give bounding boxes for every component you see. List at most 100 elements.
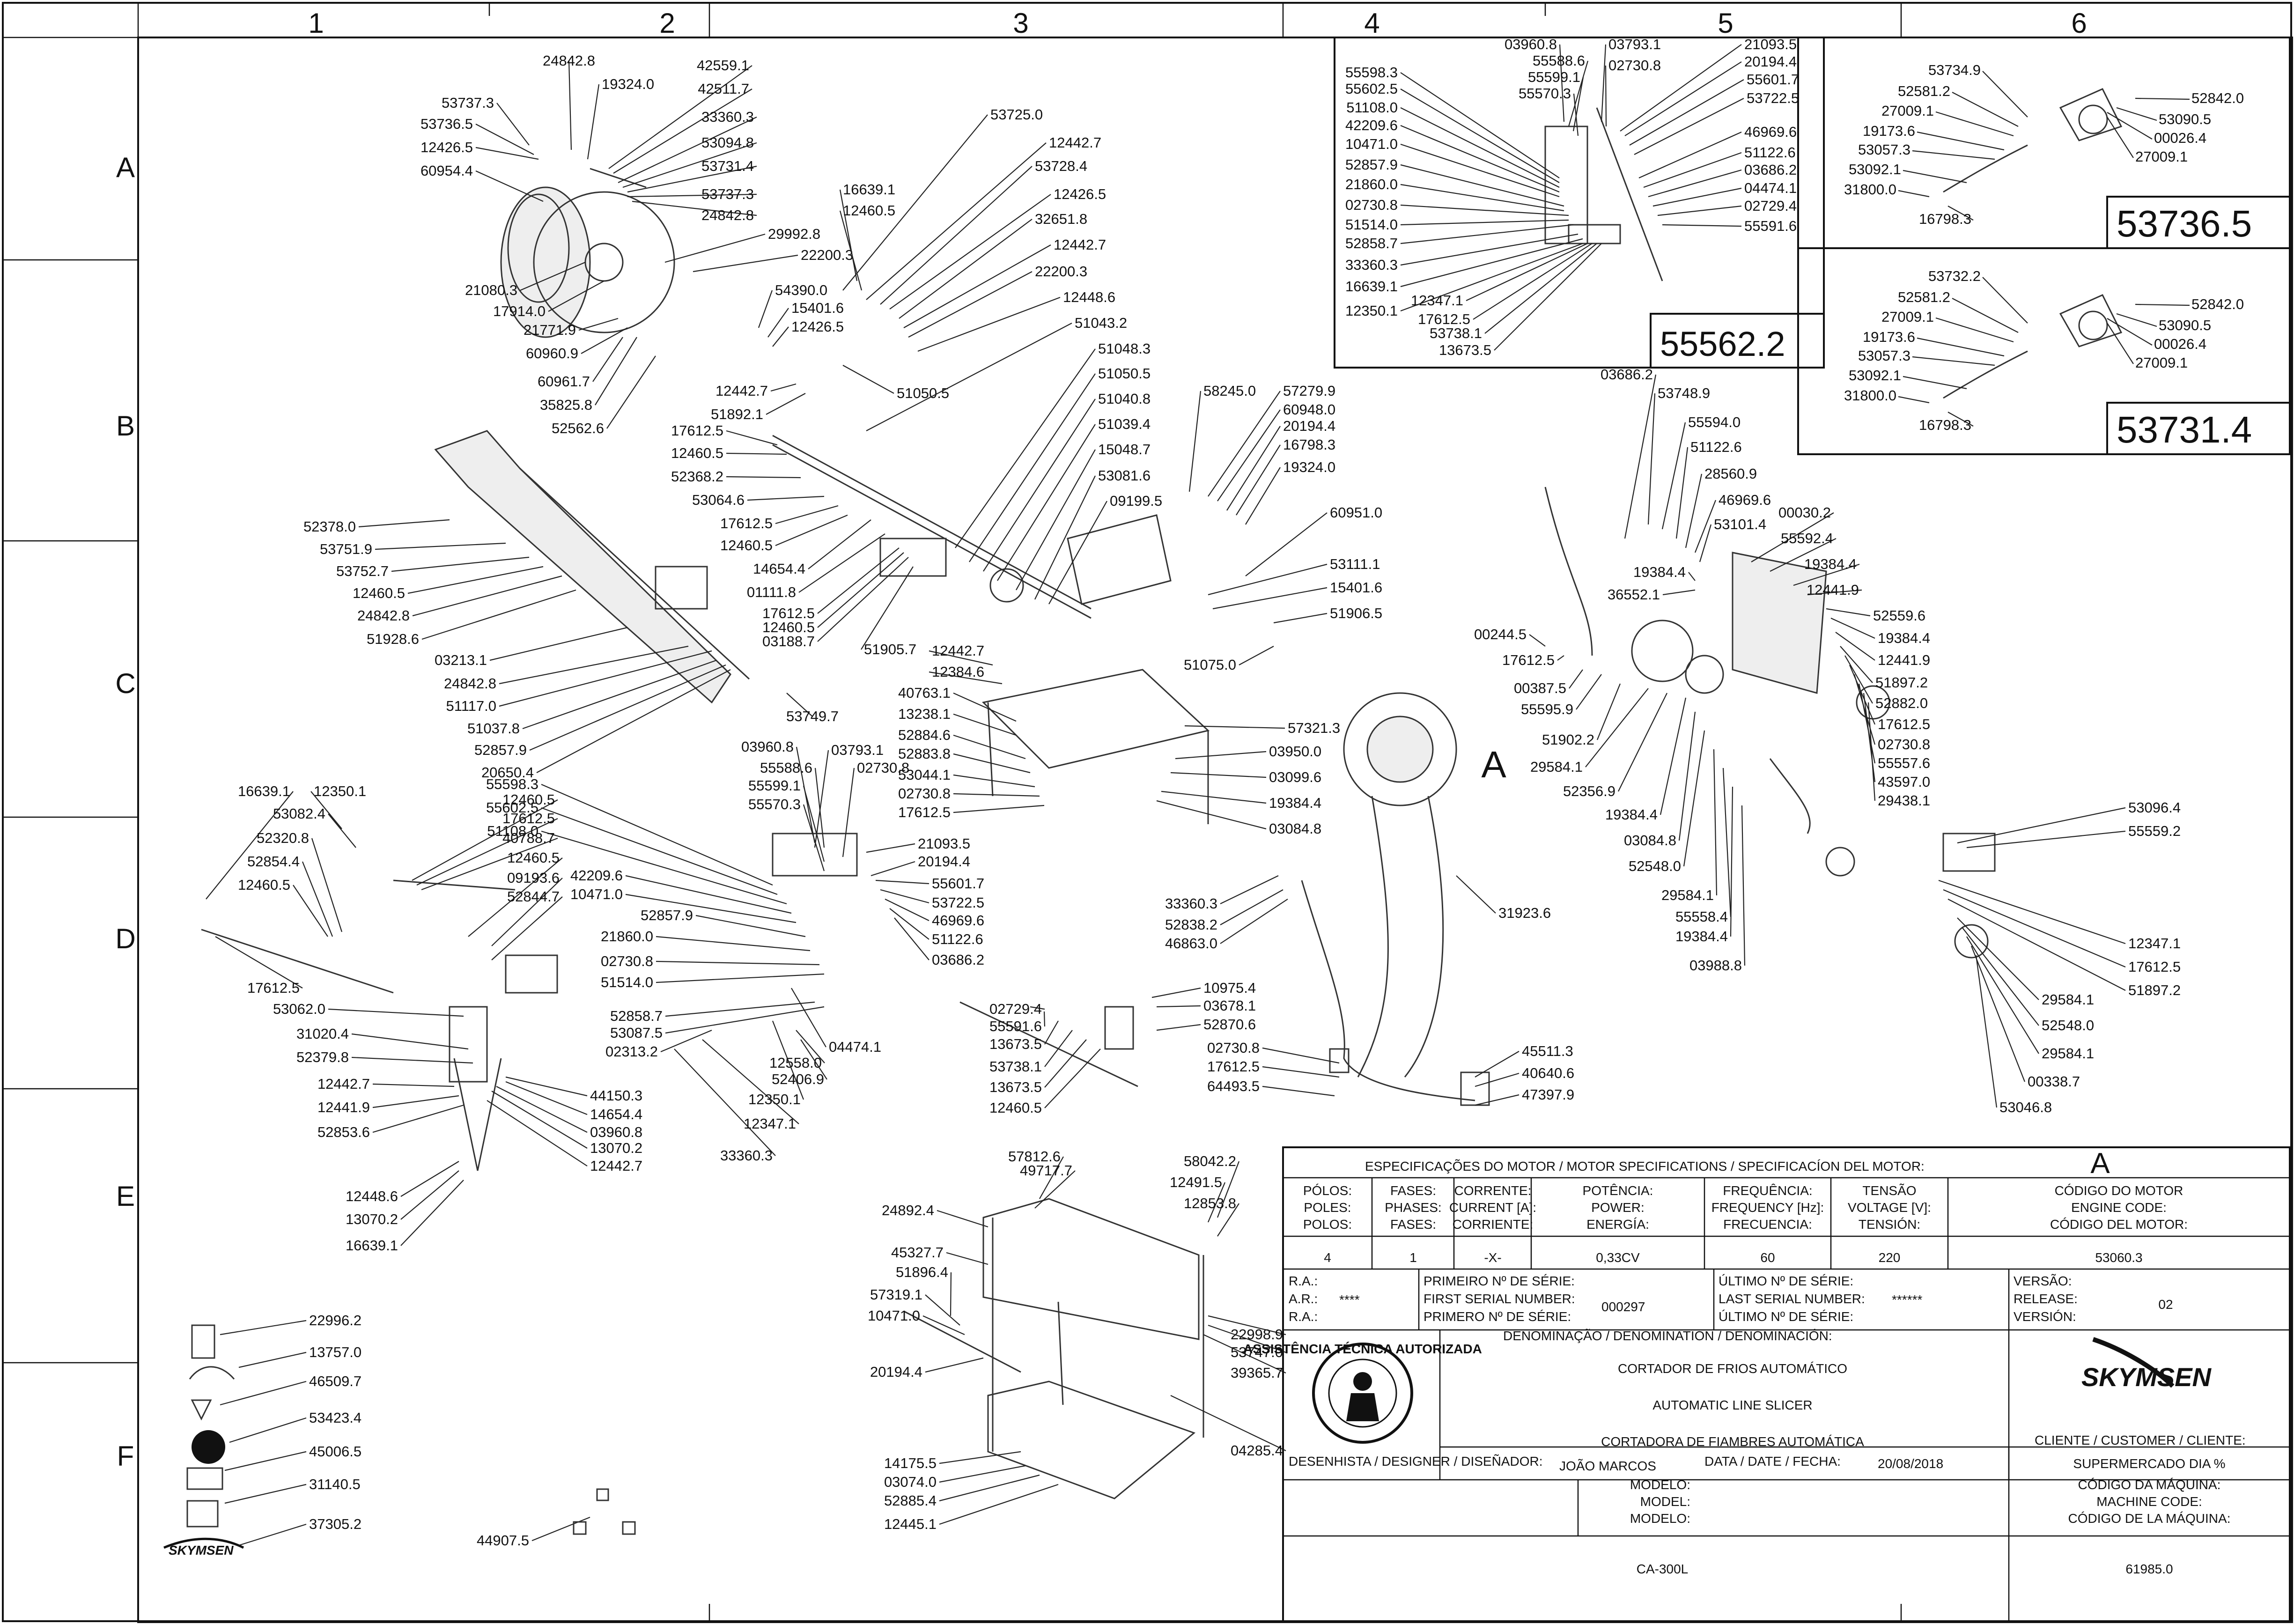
- part-number: 10975.4: [1203, 980, 1256, 996]
- part-number: 12347.1: [2128, 935, 2181, 952]
- leader-line: [803, 804, 825, 871]
- leader-line: [522, 659, 717, 730]
- part-number: 40763.1: [898, 685, 951, 701]
- leader-line: [969, 373, 1096, 562]
- part-number: 58042.2: [1184, 1153, 1236, 1169]
- leader-line: [1400, 233, 1579, 266]
- inset-part-number: 27009.1: [1881, 103, 1934, 119]
- leader-line: [817, 547, 900, 614]
- part-number: 53081.6: [1098, 467, 1151, 484]
- inset-part-number: 02730.8: [1345, 197, 1398, 213]
- leader-line: [665, 1006, 825, 1034]
- leader-line: [953, 753, 1031, 774]
- leader-line: [372, 1104, 464, 1133]
- inset-part-number: 02730.8: [1608, 57, 1661, 74]
- denomination-label: DENOMINAÇÃO / DENOMINATION / DENOMINACIÓ…: [1503, 1329, 1832, 1343]
- leader-line: [1917, 131, 2005, 151]
- leader-line: [861, 566, 914, 650]
- leader-line: [1220, 875, 1279, 904]
- leader-line: [1624, 61, 1742, 136]
- leader-line: [1573, 93, 1579, 136]
- part-number: 21093.5: [918, 835, 970, 852]
- leader-line: [1643, 152, 1742, 188]
- part-number: 24892.4: [882, 1202, 934, 1218]
- part-number: 54390.0: [775, 282, 827, 298]
- leader-line: [1982, 277, 2028, 324]
- part-number: 12442.7: [1049, 134, 1101, 151]
- ra-label: A.R.:: [1289, 1292, 1318, 1306]
- authorized-service-seal: ASSISTÊNCIA TÉCNICA AUTORIZADA: [1243, 1342, 1482, 1444]
- part-number: 03793.1: [831, 742, 884, 758]
- part-number: 53731.4: [701, 158, 754, 174]
- part-number: 52857.9: [474, 742, 527, 758]
- part-number: 52883.8: [898, 746, 951, 762]
- part-number: 52838.2: [1165, 916, 1217, 933]
- leader-line: [1262, 1085, 1335, 1097]
- part-number: 03188.7: [762, 633, 815, 650]
- inset-part-number: 53738.1: [1430, 325, 1482, 341]
- part-number: 03686.2: [932, 952, 984, 968]
- part-number: 33360.3: [1165, 895, 1217, 912]
- leader-line: [922, 1315, 965, 1336]
- leader-line: [903, 244, 1051, 328]
- part-number: 42559.1: [697, 57, 749, 74]
- leader-line: [939, 1465, 1026, 1483]
- leader-line: [953, 805, 1045, 813]
- motor-spec-label: CORRENTE:: [1454, 1183, 1532, 1198]
- part-number: 12350.1: [314, 783, 366, 799]
- inset-code: 53736.5: [2117, 203, 2252, 244]
- leader-line: [1970, 945, 2026, 1082]
- leader-line: [889, 908, 929, 940]
- part-number: 51122.6: [1690, 439, 1742, 455]
- leader-line: [2135, 97, 2190, 100]
- part-number: 53044.1: [898, 767, 951, 783]
- inset-part-number: 55591.6: [1744, 218, 1797, 234]
- part-number: 55558.4: [1675, 908, 1728, 925]
- part-number: 03099.6: [1269, 769, 1321, 785]
- client: SUPERMERCADO DIA %: [2073, 1456, 2225, 1471]
- leader-line: [412, 799, 558, 881]
- part-number: 53748.9: [1658, 385, 1710, 401]
- leader-line: [400, 1161, 459, 1197]
- leader-line: [1239, 646, 1274, 665]
- inset-part-number: 46969.6: [1744, 124, 1797, 140]
- leader-line: [1207, 1182, 1226, 1223]
- leader-line: [1840, 646, 1873, 683]
- leader-line: [747, 495, 825, 501]
- leader-line: [1912, 150, 1995, 160]
- leader-line: [1161, 790, 1267, 804]
- leader-line: [1982, 71, 2028, 118]
- part-number: 20194.4: [1283, 418, 1335, 434]
- part-number: 12460.5: [843, 202, 895, 219]
- part-number: 29584.1: [1661, 887, 1714, 903]
- leader-line: [1156, 1005, 1201, 1008]
- leader-line: [1572, 77, 1584, 132]
- col-label: 2: [659, 7, 675, 39]
- leader-line: [475, 170, 544, 202]
- part-number: 13673.5: [989, 1079, 1042, 1095]
- leader-line: [1596, 683, 1621, 740]
- date: 20/08/2018: [1878, 1456, 1943, 1471]
- leader-line: [1208, 1315, 1286, 1336]
- motor-spec-label: FRECUENCIA:: [1723, 1217, 1812, 1232]
- part-number: 55601.7: [932, 875, 984, 892]
- part-number: 02729.4: [989, 1001, 1042, 1017]
- leader-line: [520, 261, 586, 291]
- leader-line: [229, 1417, 307, 1443]
- leader-line: [1770, 538, 1837, 572]
- part-number: 17612.5: [1207, 1058, 1260, 1075]
- legend-brand-text: SKYMSEN: [169, 1543, 234, 1558]
- part-number: 12448.6: [346, 1188, 398, 1204]
- part-number: 12350.1: [748, 1091, 801, 1107]
- part-number: 58245.0: [1203, 383, 1256, 399]
- part-number: 33360.3: [701, 109, 754, 125]
- part-number: 12441.9: [1807, 582, 1859, 598]
- leader-line: [839, 210, 863, 291]
- part-number: 42511.7: [698, 81, 749, 97]
- part-number: 31020.4: [296, 1026, 349, 1042]
- part-number: 60951.0: [1330, 504, 1382, 521]
- version-label: RELEASE:: [2014, 1292, 2078, 1306]
- leader-line: [1030, 1006, 1045, 1010]
- leader-line: [1634, 98, 1744, 155]
